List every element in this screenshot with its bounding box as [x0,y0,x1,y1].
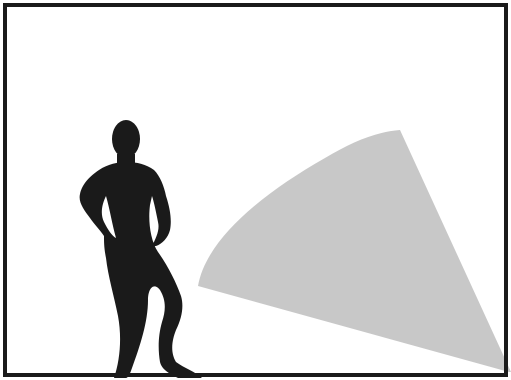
person-head [112,120,140,158]
